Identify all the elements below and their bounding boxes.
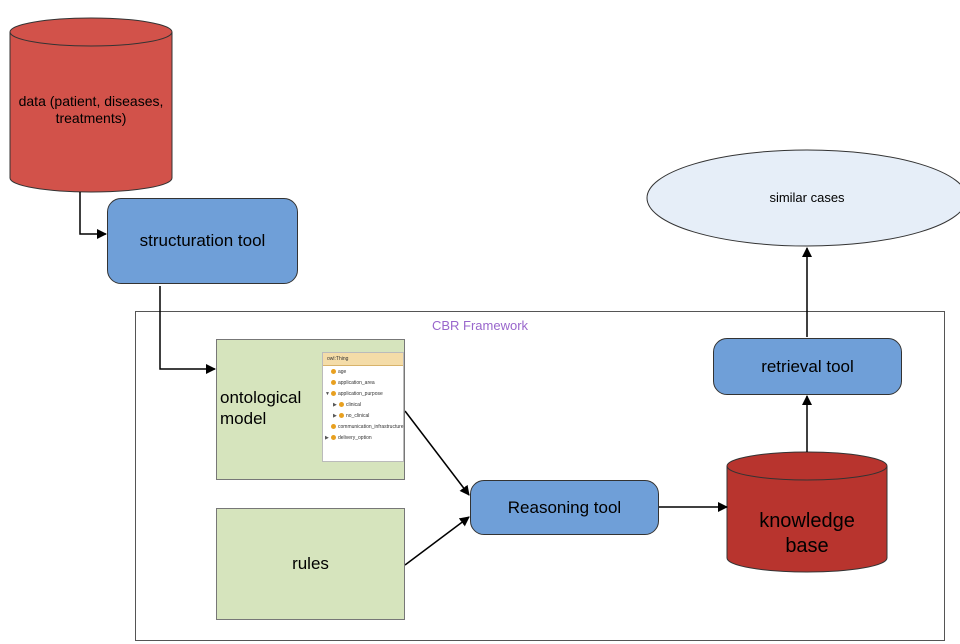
structuration-to-ontology-arrow: [159, 286, 216, 374]
rules-box: rules: [216, 508, 405, 620]
data-to-structuration-arrow: [79, 192, 107, 239]
cbr-framework-frame: [135, 311, 945, 641]
class-icon: [331, 424, 336, 429]
owl-thing-label: owl:Thing: [327, 356, 349, 362]
ontology-tree: owl:Thing age application_area ▼ applica…: [322, 352, 404, 462]
class-icon: [331, 369, 336, 374]
knowledge-base-label: knowledge base: [759, 510, 855, 557]
rules-to-reasoning-arrow: [404, 516, 470, 566]
reasoning-tool-label: Reasoning tool: [507, 497, 622, 517]
tree-item: ▼ application_purpose: [325, 390, 383, 397]
ontological-model-label: ontological model: [220, 387, 302, 428]
collapsed-arrow-icon: ▶: [325, 434, 329, 441]
class-icon: [331, 380, 336, 385]
similar-cases-ellipse: [646, 149, 960, 247]
ontology-to-reasoning-arrow: [404, 410, 470, 496]
class-icon: [339, 402, 344, 407]
ontology-tree-root: owl:Thing: [323, 353, 403, 366]
class-icon: [331, 435, 336, 440]
data-cylinder: [9, 17, 173, 193]
cbr-framework-title: CBR Framework: [431, 318, 529, 333]
structuration-tool-box: structuration tool: [107, 198, 298, 284]
structuration-tool-label: structuration tool: [139, 231, 266, 250]
retrieval-tool-box: retrieval tool: [713, 338, 902, 395]
collapsed-arrow-icon: ▶: [333, 412, 337, 419]
reasoning-tool-box: Reasoning tool: [470, 480, 659, 535]
data-label: data (patient, diseases, treatments): [18, 92, 164, 127]
similar-cases-label: similar cases: [769, 189, 845, 205]
class-icon: [331, 391, 336, 396]
tree-item: ▶ delivery_option: [325, 434, 372, 441]
tree-item: age: [323, 366, 403, 377]
retrieval-tool-label: retrieval tool: [761, 356, 854, 376]
expanded-arrow-icon: ▼: [325, 390, 330, 397]
tree-item: ▶ no_clinical: [333, 412, 370, 419]
tree-item: ▶ clinical: [333, 401, 362, 408]
rules-label: rules: [292, 554, 329, 573]
tree-item: application_area: [323, 377, 403, 388]
class-icon: [339, 413, 344, 418]
tree-item: communication_infrastructure: [323, 421, 404, 432]
collapsed-arrow-icon: ▶: [333, 401, 337, 408]
